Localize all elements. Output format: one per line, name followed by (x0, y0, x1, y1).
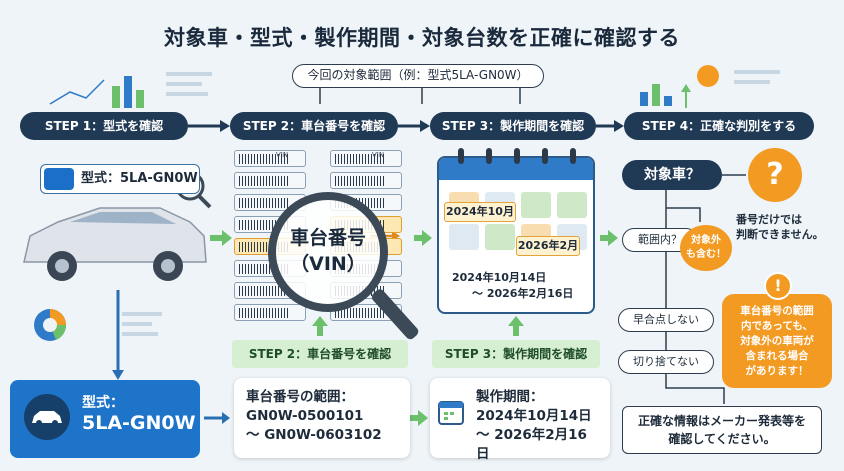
step-3-pill: STEP 3：製作期間を確認 (430, 112, 596, 140)
calendar-ring (458, 148, 464, 164)
deco-bar-5 (652, 84, 660, 106)
deco-bar-1 (112, 86, 120, 108)
vin-plate-label: VIN (276, 151, 289, 159)
warning-icon: ! (764, 272, 792, 300)
warning-card: 車台番号の範囲 内であっても、 対象外の車両が 含まれる場合 があります！ (722, 294, 832, 388)
blue-down-arrow-head (112, 370, 124, 380)
page-title: 対象車・型式・製作期間・対象台数を正確に確認する (164, 26, 680, 50)
step-arrow-2-head (420, 120, 430, 132)
model-value: 5LA-GN0W (82, 412, 196, 434)
search-icon-handle (197, 194, 212, 209)
car-icon (44, 168, 74, 190)
vin-plate (330, 172, 402, 189)
calendar-ring (542, 148, 548, 164)
calendar-ring (486, 148, 492, 164)
deco-rule-5 (122, 322, 152, 326)
scope-bracket-lines (319, 88, 521, 104)
step-2-pill: STEP 2：車台番号を確認 (230, 112, 398, 140)
period-title: 製作期間： (476, 389, 544, 405)
car-glyph-icon (32, 411, 62, 426)
calendar-cell (485, 224, 515, 250)
car-hub-front (55, 259, 69, 273)
deco-bar-3 (136, 90, 144, 108)
car-window (70, 212, 176, 224)
green-up-arrow-3-head (508, 316, 524, 326)
step-arrow-3-head (614, 120, 624, 132)
vin-range-title: 車台番号の範囲： (246, 389, 354, 405)
period-from: 2024年10月14日 (476, 408, 592, 424)
step-1-pill: STEP 1：型式を確認 (20, 112, 188, 140)
vin-plate (330, 150, 402, 167)
deco-alert-circle (697, 65, 719, 87)
green-arrow-cal-head (608, 230, 618, 246)
no-drop-pill: 切り捨てない (618, 350, 714, 374)
bottom-arrow-1-head (222, 412, 230, 424)
question-icon: ? (748, 148, 802, 202)
calendar-range-start: 2024年10月14日 (452, 271, 547, 284)
deco-rule-6 (122, 332, 158, 336)
vin-plate (234, 304, 306, 321)
period-card: 製作期間： 2024年10月14日 ～ 2026年2月16日 (430, 378, 610, 462)
calendar-cell (557, 192, 587, 218)
model-label: 型式： (82, 395, 124, 411)
deco-rule-7 (734, 70, 780, 74)
vin-range-from: GN0W-0500101 (246, 408, 364, 424)
vin-range-to: ～ GN0W-0603102 (246, 427, 382, 443)
flow-drop-to-final (665, 374, 725, 404)
deco-rule-2 (166, 82, 202, 86)
vin-only-note: 番号だけでは 判断できません。 (736, 213, 824, 241)
deco-up-arrow-head (681, 84, 691, 92)
calendar-cell (449, 224, 479, 250)
calendar-range-end: ～ 2026年2月16日 (472, 287, 574, 300)
calendar-cell (521, 192, 551, 218)
green-arrow-vin-head (422, 230, 432, 246)
exclude-badge: 対象外 も含む！ (680, 225, 732, 271)
green-up-arrow-2-head (312, 316, 328, 326)
sub-step-2-label: STEP 2：車台番号を確認 (232, 340, 408, 368)
deco-rule-1 (166, 72, 212, 76)
deco-line (49, 79, 105, 105)
period-to: ～ 2026年2月16日 (476, 427, 587, 462)
calendar-header (439, 158, 593, 180)
target-question-bubble: 対象車？ (622, 160, 722, 190)
step-arrow-1-head (220, 120, 230, 132)
vin-plate-label: VIN (372, 151, 385, 159)
final-notice: 正確な情報はメーカー発表等を 確認してください。 (622, 406, 822, 454)
calendar-ring (570, 148, 576, 164)
deco-rule-8 (734, 80, 770, 84)
green-arrow-car-head (222, 230, 232, 246)
vin-lens-label: 車台番号 （VIN） (289, 227, 366, 275)
sub-step-3-label: STEP 3：製作期間を確認 (432, 340, 600, 368)
deco-bar-2 (124, 76, 132, 108)
deco-bar-6 (664, 96, 672, 106)
bottom-arrow-2-head (418, 410, 428, 426)
car-hub-rear (161, 259, 175, 273)
calendar-small-icon (438, 401, 464, 425)
flow-q-to-badge (666, 207, 701, 222)
magnifier-icon (268, 192, 388, 312)
calendar-start-tag: 2024年10月 (444, 202, 516, 222)
step-4-pill: STEP 4：正確な判別をする (624, 112, 814, 140)
deco-pie-hole (43, 318, 57, 332)
no-jumping-pill: 早合点しない (618, 308, 714, 332)
calendar-end-tag: 2026年2月 (516, 236, 580, 256)
deco-rule-4 (122, 312, 162, 316)
vin-range-card: 車台番号の範囲： GN0W-0500101 ～ GN0W-0603102 (234, 378, 410, 458)
vin-plate (234, 150, 306, 167)
vin-plate (234, 172, 306, 189)
scope-label: 今回の対象範囲（例：型式5LA-GN0W） (292, 64, 544, 88)
calendar-ring (514, 148, 520, 164)
deco-bar-4 (640, 92, 648, 106)
deco-rule-3 (166, 92, 208, 96)
